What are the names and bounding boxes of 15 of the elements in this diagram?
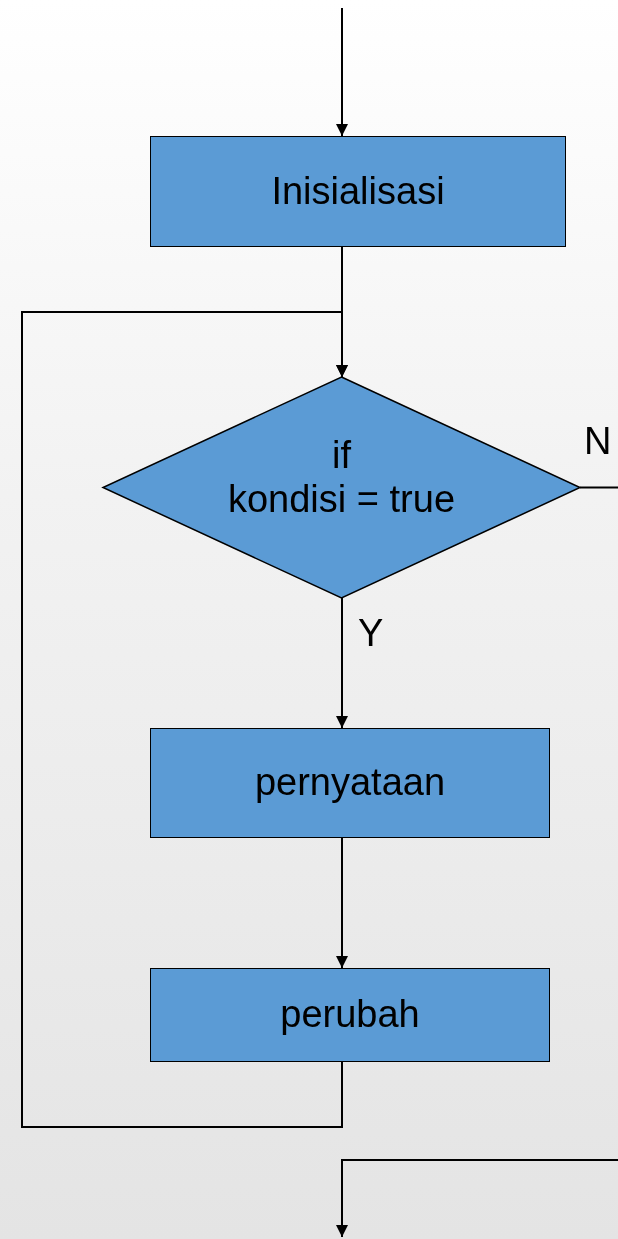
edge-label: N bbox=[584, 422, 612, 460]
process-box bbox=[150, 728, 550, 838]
arrow bbox=[336, 7, 348, 137]
edge-label: Y bbox=[358, 614, 384, 652]
arrow bbox=[21, 311, 348, 1128]
arrow bbox=[336, 597, 348, 729]
node-label: kondisi = true bbox=[226, 477, 457, 522]
node-label: Inisialisasi bbox=[270, 169, 446, 214]
arrow bbox=[336, 837, 348, 969]
node-label: if bbox=[331, 433, 352, 478]
node-label: perubah bbox=[279, 993, 421, 1037]
arrow bbox=[336, 486, 618, 1238]
node-label: pernyataan bbox=[253, 761, 447, 805]
process-box bbox=[150, 968, 550, 1062]
process-box bbox=[150, 136, 566, 247]
